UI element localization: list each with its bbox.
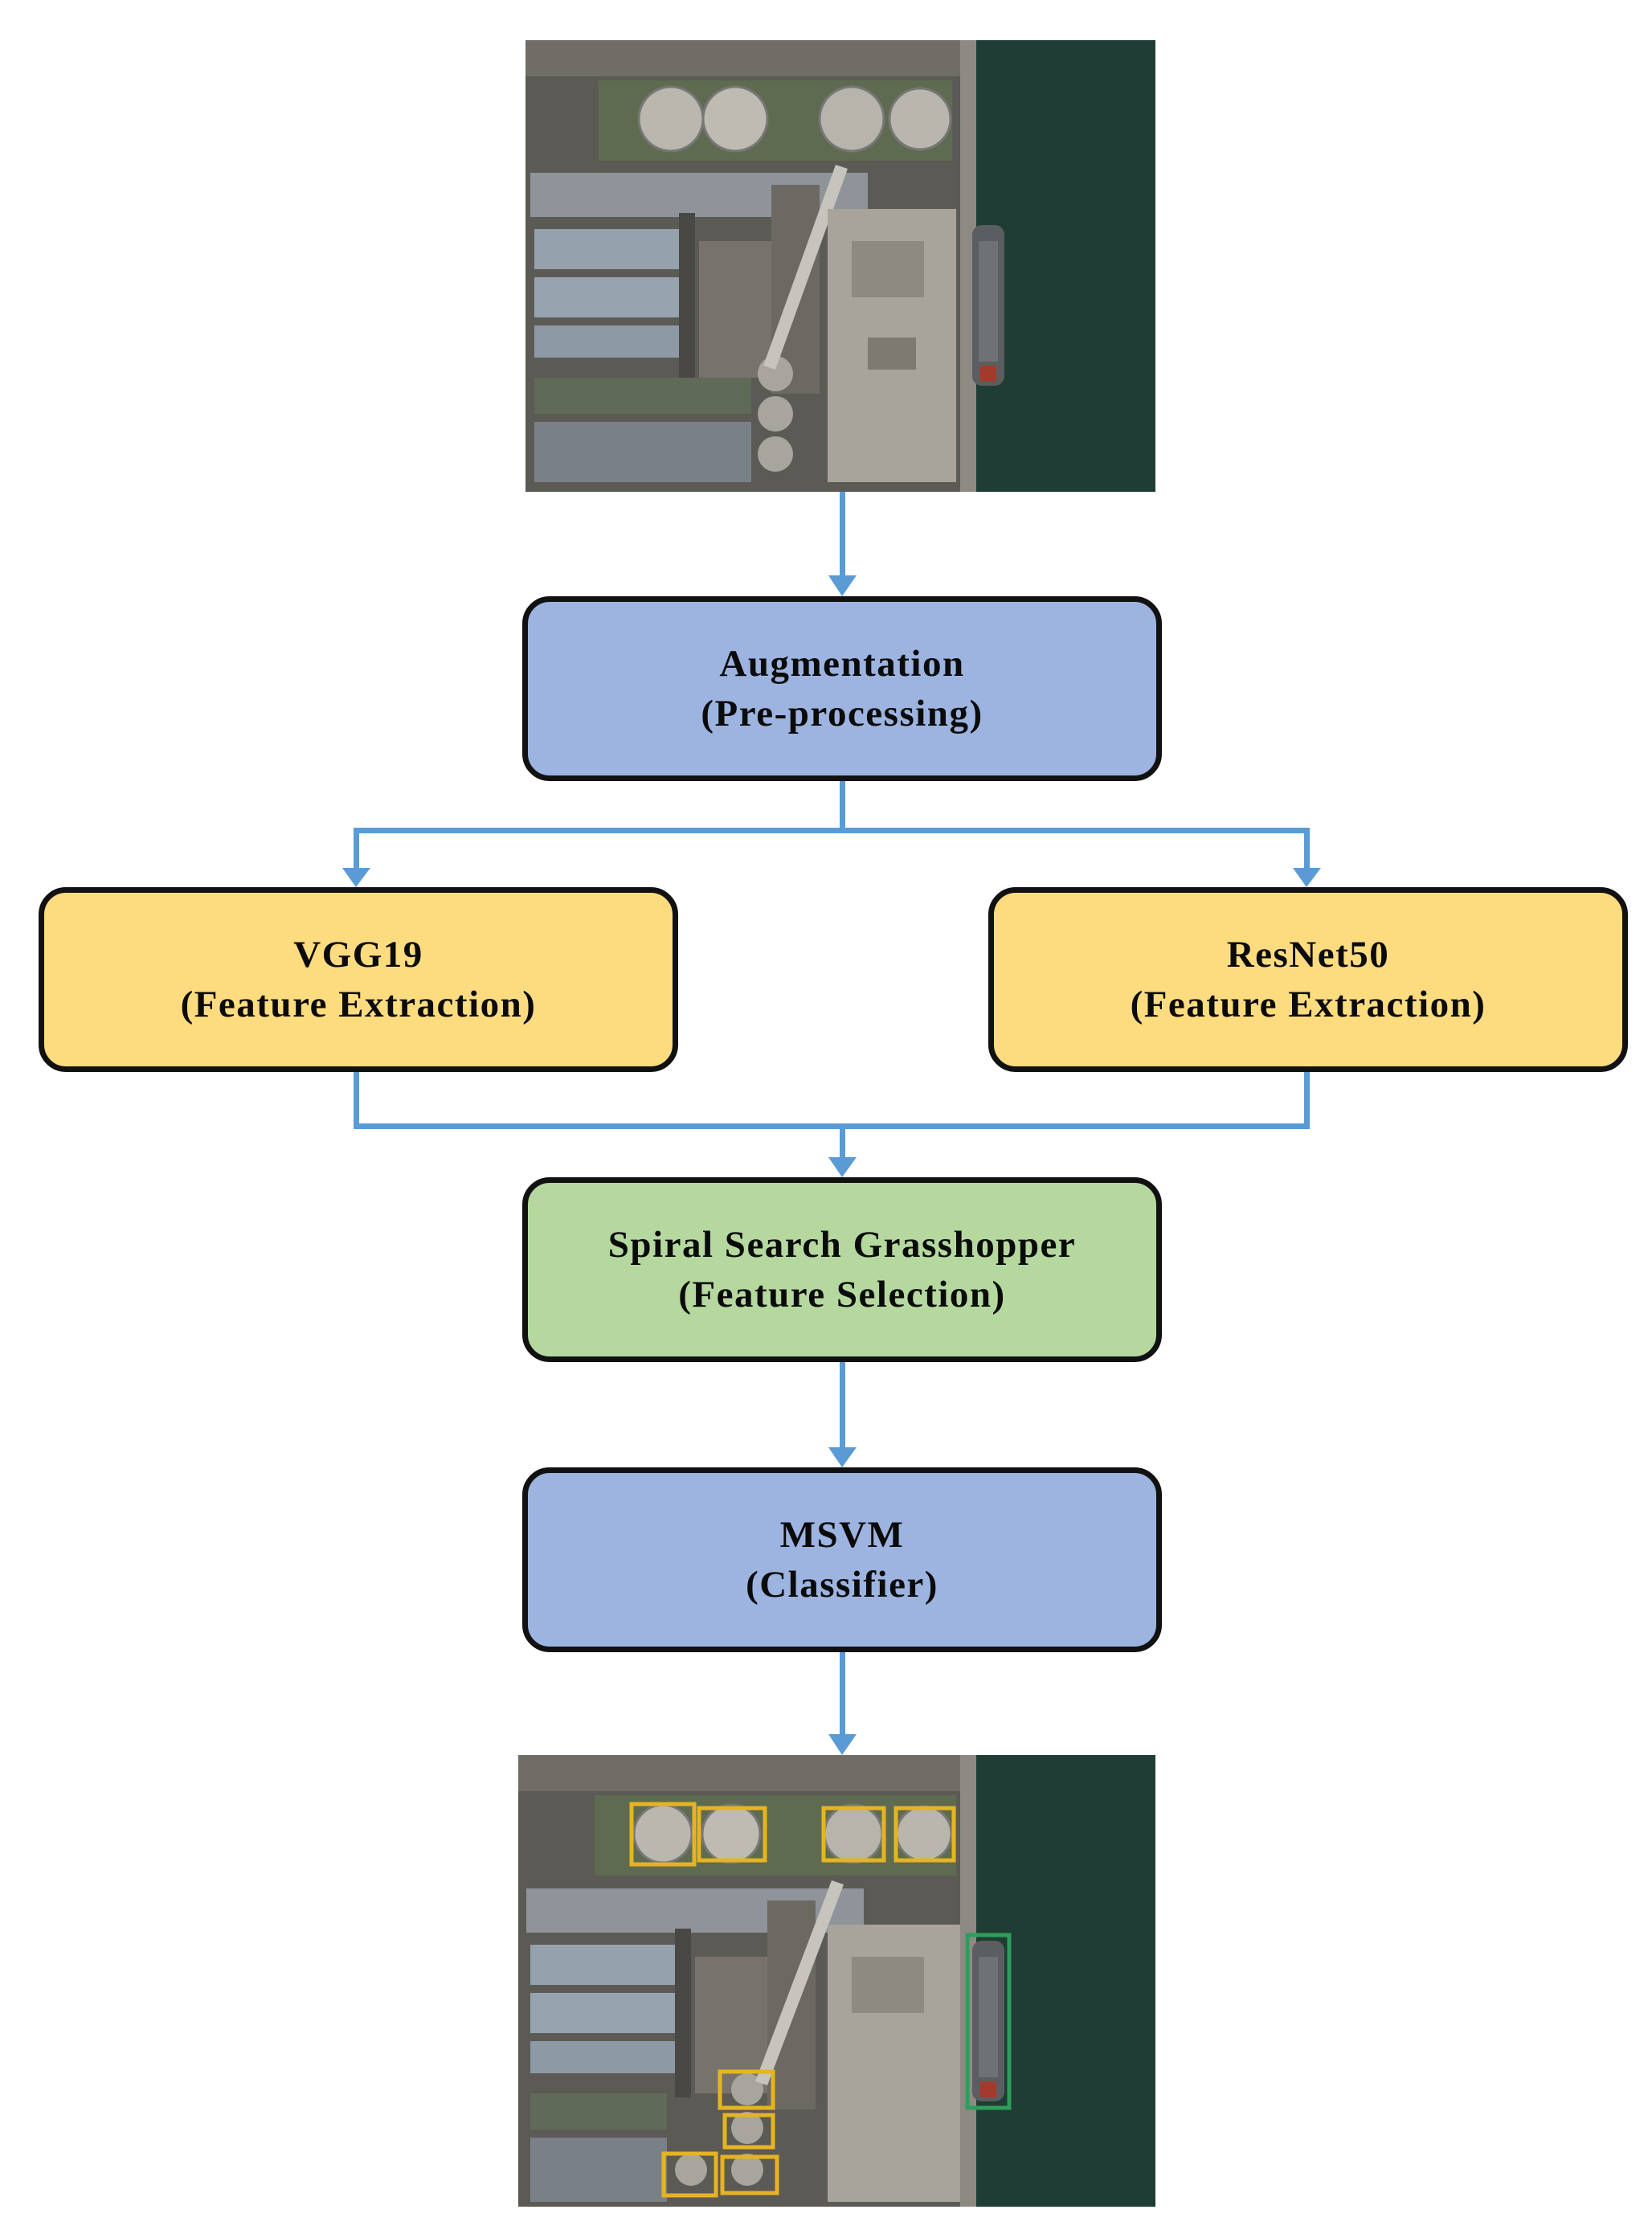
arrow-split-left-drop: [354, 828, 359, 873]
arrow-merge-right-rise: [1304, 1072, 1310, 1128]
node-title: VGG19: [293, 934, 423, 976]
arrow-split-right-drop: [1304, 828, 1310, 873]
arrow-merge-bar: [354, 1123, 1310, 1129]
arrowhead-resnet50: [1293, 868, 1321, 887]
arrowhead-msvm: [828, 1447, 857, 1467]
node-subtitle: (Classifier): [746, 1564, 938, 1606]
arrowhead-augmentation: [828, 575, 857, 596]
arrow-grasshopper-to-msvm: [840, 1362, 845, 1450]
resnet50-node: ResNet50 (Feature Extraction): [988, 887, 1628, 1072]
node-title: Spiral Search Grasshopper: [607, 1224, 1077, 1266]
arrow-split-bar: [354, 828, 1310, 833]
node-subtitle: (Feature Extraction): [180, 984, 537, 1025]
msvm-node: MSVM (Classifier): [522, 1467, 1162, 1652]
arrowhead-output: [828, 1734, 857, 1755]
arrowhead-grasshopper: [828, 1157, 857, 1177]
augmentation-node: Augmentation (Pre-processing): [522, 596, 1162, 781]
arrow-merge-left-rise: [354, 1072, 359, 1128]
node-title: MSVM: [779, 1514, 905, 1556]
node-subtitle: (Pre-processing): [701, 693, 983, 734]
arrow-msvm-to-output: [840, 1652, 845, 1739]
node-title: ResNet50: [1226, 934, 1390, 976]
node-subtitle: (Feature Selection): [678, 1274, 1006, 1315]
arrow-input-to-augmentation: [840, 492, 845, 580]
arrow-merge-stem: [840, 1123, 845, 1160]
arrow-augmentation-stem: [840, 781, 845, 833]
arrowhead-vgg19: [342, 868, 370, 887]
vgg19-node: VGG19 (Feature Extraction): [39, 887, 678, 1072]
node-subtitle: (Feature Extraction): [1130, 984, 1486, 1025]
grasshopper-node: Spiral Search Grasshopper (Feature Selec…: [522, 1177, 1162, 1362]
node-title: Augmentation: [719, 643, 965, 685]
